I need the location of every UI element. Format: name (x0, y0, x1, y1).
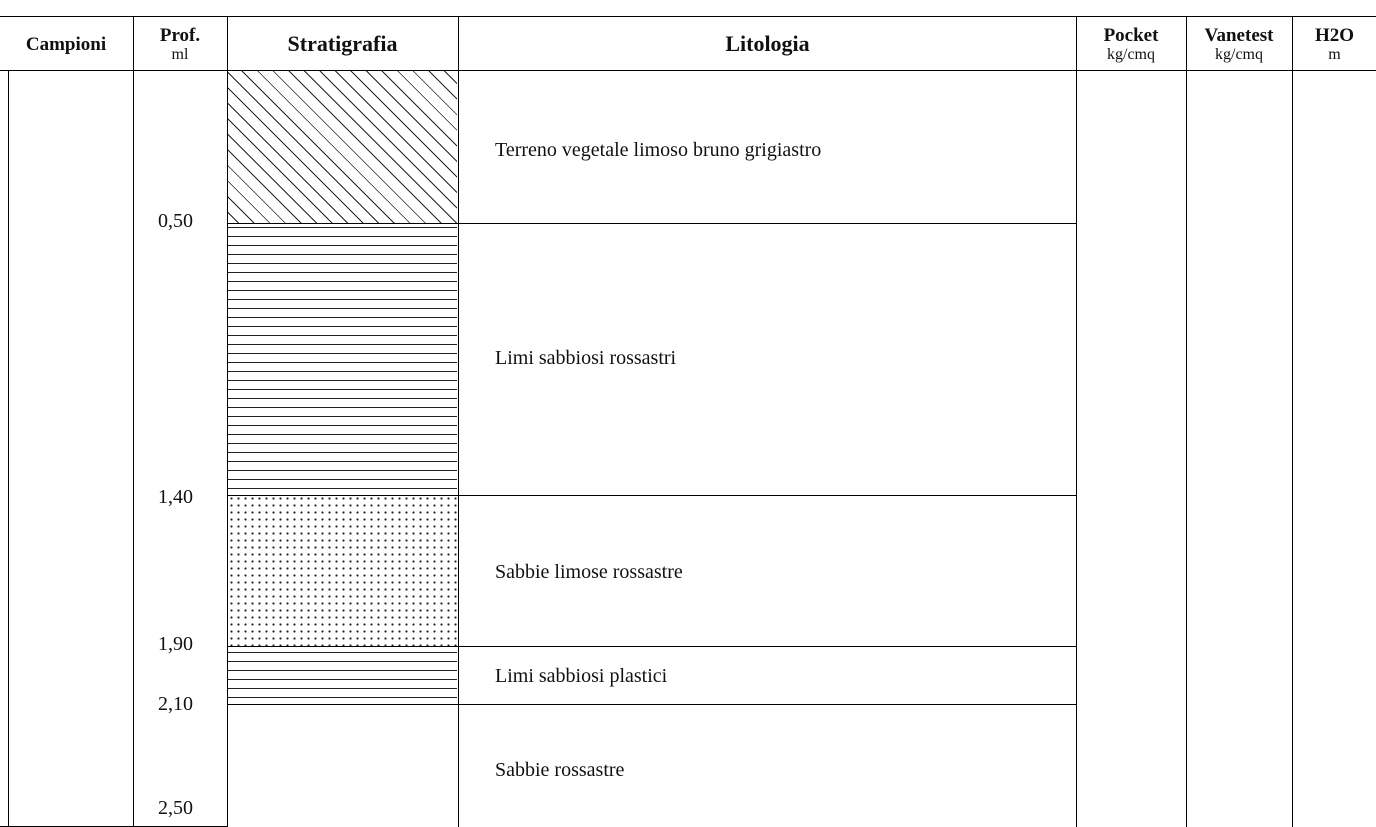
header-prof: Prof. ml (135, 18, 225, 70)
depth-label: 1,90 (158, 633, 193, 655)
strat-pattern-sabbie-limose (228, 495, 457, 646)
strat-pattern-limi (228, 223, 457, 495)
header-litologia-label: Litologia (725, 31, 810, 56)
strat-pattern-limi-plastici (228, 646, 457, 704)
litho-description: Terreno vegetale limoso bruno grigiastro (495, 139, 822, 161)
header-campioni: Campioni (2, 18, 130, 70)
header-pocket: Pocket kg/cmq (1077, 18, 1185, 70)
header-prof-unit: ml (171, 45, 189, 63)
col-divider-prof (227, 16, 228, 827)
header-vanetest: Vanetest kg/cmq (1187, 18, 1291, 70)
left-border (8, 70, 9, 827)
litho-description: Limi sabbiosi rossastri (495, 347, 677, 369)
header-vanetest-unit: kg/cmq (1215, 45, 1263, 63)
header-litologia: Litologia (460, 18, 1075, 70)
col-divider-campioni (133, 16, 134, 827)
strat-pattern-vegetale (228, 71, 457, 223)
header-stratigrafia-label: Stratigrafia (287, 31, 398, 56)
header-h2o-label: H2O (1314, 24, 1355, 46)
table-top-border (0, 16, 1376, 17)
header-bottom-border (0, 70, 1376, 71)
col-divider-vanetest (1292, 16, 1293, 827)
depth-label: 0,50 (158, 210, 193, 232)
header-stratigrafia: Stratigrafia (228, 18, 457, 70)
col-divider-stratigrafia (458, 16, 459, 827)
header-h2o-unit: m (1328, 45, 1341, 63)
litho-description: Sabbie limose rossastre (495, 561, 683, 583)
header-prof-label: Prof. (159, 24, 201, 46)
header-pocket-unit: kg/cmq (1107, 45, 1155, 63)
header-campioni-label: Campioni (25, 33, 107, 55)
layer-boundary (228, 495, 1076, 496)
col-divider-pocket (1186, 16, 1187, 827)
litho-description: Limi sabbiosi plastici (495, 665, 668, 687)
depth-label: 2,10 (158, 693, 193, 715)
col-divider-litologia (1076, 16, 1077, 827)
depth-label: 1,40 (158, 486, 193, 508)
layer-boundary (228, 646, 1076, 647)
litho-description: Sabbie rossastre (495, 759, 625, 781)
header-vanetest-label: Vanetest (1204, 24, 1274, 46)
layer-boundary (228, 704, 1076, 705)
layer-boundary (228, 223, 1076, 224)
header-h2o: H2O m (1293, 18, 1376, 70)
header-pocket-label: Pocket (1103, 24, 1159, 46)
depth-label: 2,50 (158, 797, 193, 819)
